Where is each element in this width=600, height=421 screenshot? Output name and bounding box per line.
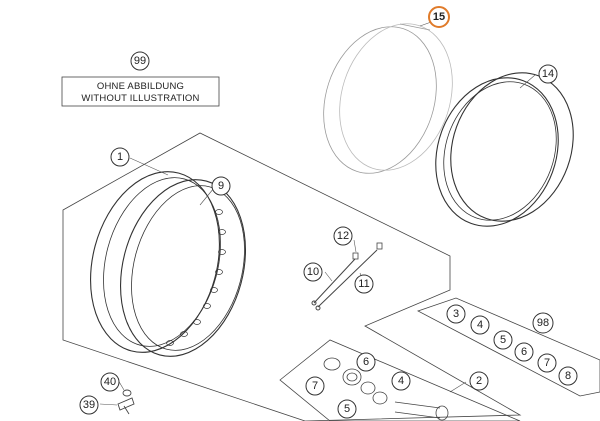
note-line-1: OHNE ABBILDUNG xyxy=(97,81,184,92)
callout-12-label: 12 xyxy=(337,230,349,242)
callout-8[interactable] xyxy=(558,366,578,386)
callout-6-label: 6 xyxy=(521,346,527,358)
callout-7[interactable] xyxy=(537,353,557,373)
callout-4-hub[interactable] xyxy=(391,371,411,391)
callout-14[interactable] xyxy=(538,64,558,84)
callout-4[interactable] xyxy=(470,315,490,335)
callout-2-label: 2 xyxy=(476,375,482,387)
callout-5[interactable] xyxy=(493,330,513,350)
callout-99[interactable] xyxy=(130,51,150,71)
callout-4-hub-label: 4 xyxy=(398,375,404,387)
callout-99-label: 99 xyxy=(134,55,146,67)
tire-part xyxy=(435,72,574,227)
callout-39[interactable] xyxy=(79,395,99,415)
spacer-kit-panel xyxy=(416,297,600,397)
callout-3[interactable] xyxy=(446,304,466,324)
wheel-assembly-panel xyxy=(62,132,522,421)
callout-39-label: 39 xyxy=(83,399,95,411)
callout-7-hub[interactable] xyxy=(305,376,325,396)
callout-7-hub-label: 7 xyxy=(312,380,318,392)
callout-5-hub-label: 5 xyxy=(344,403,350,415)
callout-11[interactable] xyxy=(354,274,374,294)
callout-15-label: 15 xyxy=(433,11,445,23)
callout-6[interactable] xyxy=(514,342,534,362)
callout-4-label: 4 xyxy=(477,319,483,331)
valve-part xyxy=(117,389,135,415)
callout-9-label: 9 xyxy=(218,180,224,192)
callout-5-hub[interactable] xyxy=(337,399,357,419)
callout-12[interactable] xyxy=(333,226,353,246)
callout-8-label: 8 xyxy=(565,370,571,382)
spoke-nipple-part xyxy=(352,242,383,260)
callout-11-label: 11 xyxy=(358,278,369,290)
callout-1[interactable] xyxy=(110,147,130,167)
callout-40-label: 40 xyxy=(104,376,116,388)
callout-9[interactable] xyxy=(211,176,231,196)
callout-10-label: 10 xyxy=(307,266,319,278)
callout-10[interactable] xyxy=(303,262,323,282)
rim-part xyxy=(90,171,247,357)
hub-kit-panel xyxy=(279,339,521,421)
callout-1-label: 1 xyxy=(117,151,123,163)
hub-components xyxy=(323,357,449,421)
callout-14-label: 14 xyxy=(542,68,554,80)
callout-98-label: 98 xyxy=(537,317,549,329)
callout-15[interactable] xyxy=(428,6,450,28)
callout-3-label: 3 xyxy=(453,308,459,320)
callout-6-hub[interactable] xyxy=(356,352,376,372)
spoke-part xyxy=(311,249,378,311)
callout-5-label: 5 xyxy=(500,334,506,346)
callout-7-label: 7 xyxy=(544,357,550,369)
callout-2[interactable] xyxy=(469,371,489,391)
callout-40[interactable] xyxy=(100,372,120,392)
rim-band-part xyxy=(323,23,453,174)
note-box xyxy=(61,76,220,107)
note-line-2: WITHOUT ILLUSTRATION xyxy=(81,93,199,104)
callout-98[interactable] xyxy=(532,312,554,334)
callout-6-hub-label: 6 xyxy=(363,356,369,368)
